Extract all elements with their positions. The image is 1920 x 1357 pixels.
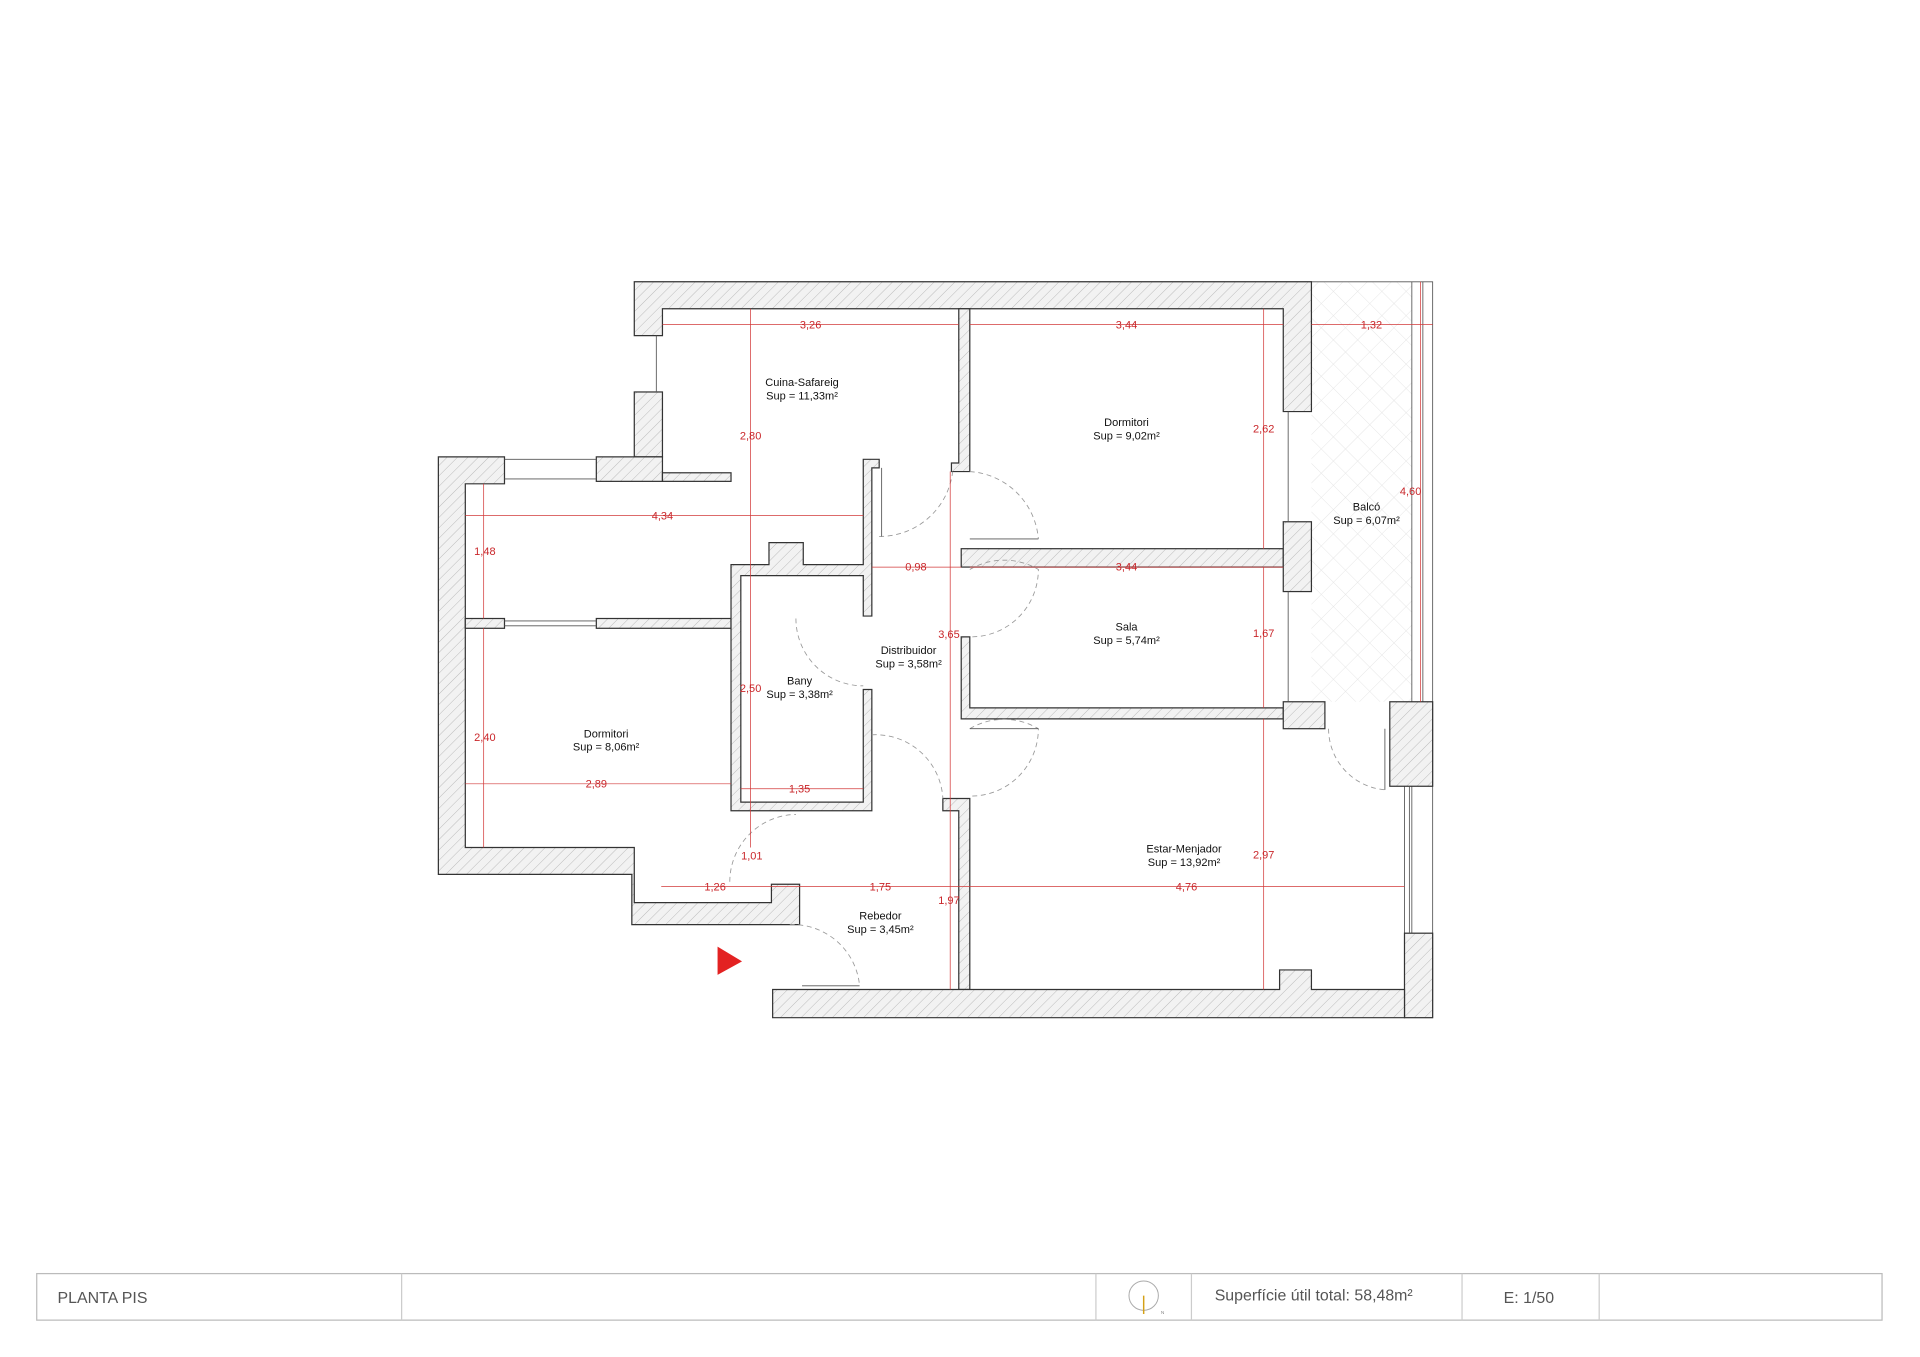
dim-label: 0,98 xyxy=(905,562,926,574)
total-area: Superfície útil total: 58,48m² xyxy=(1215,1288,1413,1305)
scale-label: E: 1/50 xyxy=(1504,1290,1555,1307)
room-area: Sup = 13,92m² xyxy=(1148,857,1221,869)
room-name: Distribuidor xyxy=(881,645,937,657)
room-name: Bany xyxy=(787,676,813,688)
dim-label: 3,44 xyxy=(1116,562,1137,574)
room-area: Sup = 3,38m² xyxy=(766,689,833,701)
room-name: Cuina-Safareig xyxy=(765,377,838,389)
room-name: Balcó xyxy=(1353,502,1381,514)
north-label: N xyxy=(1161,1310,1165,1316)
dimension-lines xyxy=(465,281,1433,990)
dim-label: 2,80 xyxy=(740,431,761,443)
dim-label: 4,34 xyxy=(652,510,673,522)
balcony-area xyxy=(1311,281,1434,1018)
sheet-title: PLANTA PIS xyxy=(58,1290,148,1307)
dim-label: 2,89 xyxy=(586,778,607,790)
room-name: Dormitori xyxy=(584,728,629,740)
dim-label: 1,48 xyxy=(474,546,495,558)
dim-label: 3,65 xyxy=(938,629,959,641)
room-labels: Cuina-Safareig Sup = 11,33m² Dormitori S… xyxy=(573,377,1400,936)
title-block: PLANTA PIS N Superfície útil total: 58,4… xyxy=(36,1272,1883,1321)
room-area: Sup = 9,02m² xyxy=(1093,431,1160,443)
room-area: Sup = 3,45m² xyxy=(847,924,914,936)
room-name: Rebedor xyxy=(859,911,902,923)
dim-label: 2,40 xyxy=(474,732,495,744)
room-area: Sup = 6,07m² xyxy=(1333,515,1400,527)
dim-label: 2,97 xyxy=(1253,850,1274,862)
room-name: Sala xyxy=(1115,622,1138,634)
dim-label: 1,67 xyxy=(1253,628,1274,640)
room-name: Dormitori xyxy=(1104,417,1149,429)
dim-label: 1,01 xyxy=(741,851,762,863)
walls xyxy=(437,281,1434,1019)
room-area: Sup = 11,33m² xyxy=(766,390,838,402)
dim-label: 1,26 xyxy=(704,881,725,893)
dim-label: 2,50 xyxy=(740,683,761,695)
room-area: Sup = 5,74m² xyxy=(1093,635,1160,647)
dim-label: 4,60 xyxy=(1400,486,1421,498)
north-arrow-icon: N xyxy=(1128,1280,1165,1316)
dim-label: 1,32 xyxy=(1361,319,1382,331)
dim-label: 1,35 xyxy=(789,783,810,795)
entrance-arrow-icon xyxy=(717,946,743,975)
room-area: Sup = 3,58m² xyxy=(875,658,942,670)
dim-label: 3,44 xyxy=(1116,319,1137,331)
dim-label: 1,97 xyxy=(938,895,959,907)
dim-label: 2,62 xyxy=(1253,423,1274,435)
dim-label: 4,76 xyxy=(1176,881,1197,893)
door-swings xyxy=(729,467,1388,987)
dim-label: 3,26 xyxy=(800,319,821,331)
room-area: Sup = 8,06m² xyxy=(573,742,640,754)
dimension-labels: 3,26 3,44 1,32 2,80 2,62 4,60 4,34 1,48 … xyxy=(474,319,1421,907)
room-name: Estar-Menjador xyxy=(1146,843,1222,855)
dim-label: 1,75 xyxy=(870,881,891,893)
